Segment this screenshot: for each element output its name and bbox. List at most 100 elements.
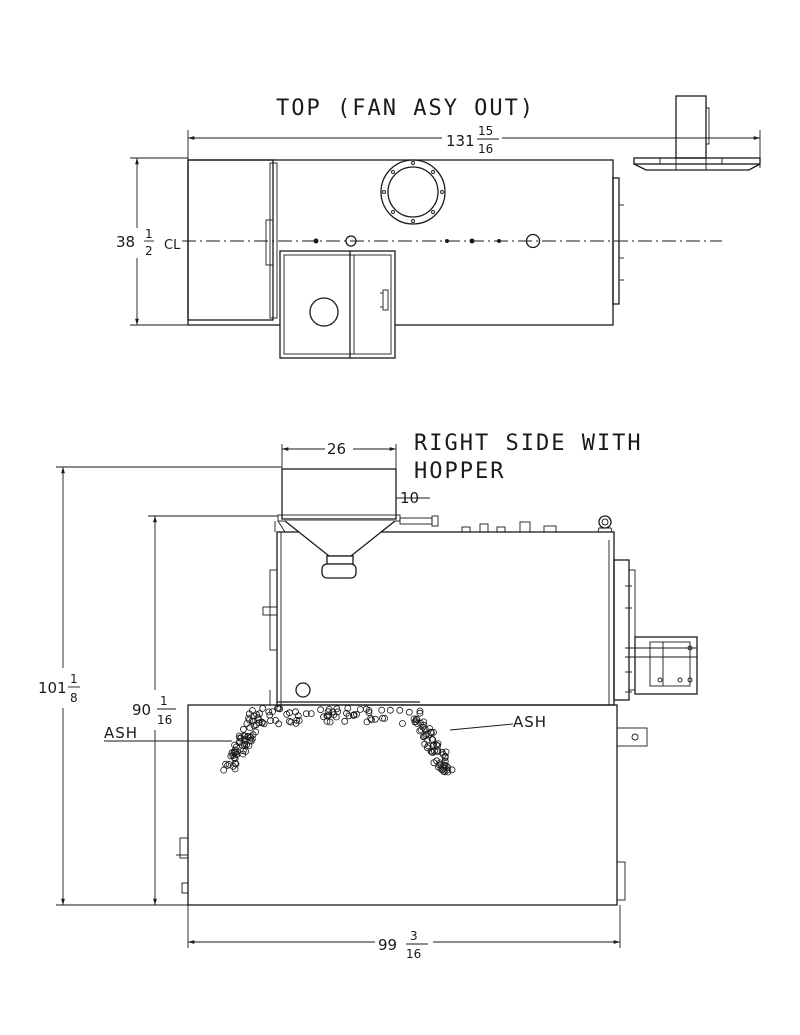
ash-pile xyxy=(220,704,456,776)
top-length-den: 16 xyxy=(478,142,493,156)
ash-particle xyxy=(326,718,334,726)
side-view-title-line2: HOPPER xyxy=(414,459,505,484)
ash-particle xyxy=(427,747,435,755)
overall-height-den: 8 xyxy=(70,691,78,705)
ash-particle xyxy=(345,712,353,720)
ash-particle xyxy=(252,728,260,736)
top-view-title: TOP (FAN ASY OUT) xyxy=(276,96,535,121)
ash-particle xyxy=(444,768,452,776)
ash-particle xyxy=(228,749,236,757)
base-length-num: 3 xyxy=(410,929,418,943)
ash-particle xyxy=(439,751,447,758)
ash-particle xyxy=(269,708,276,715)
ash-particle xyxy=(416,709,424,717)
ash-particle xyxy=(325,706,333,713)
top-length-dimension: 131 15 16 xyxy=(187,122,761,168)
ash-particle xyxy=(371,715,379,723)
ash-particle xyxy=(413,716,421,724)
hopper-width-value: 26 xyxy=(327,440,346,458)
ash-particle xyxy=(293,716,301,724)
top-width-whole: 38 xyxy=(116,233,135,251)
top-length-whole: 131 xyxy=(446,132,475,150)
ash-particle xyxy=(272,717,280,724)
ash-particle xyxy=(386,706,394,714)
fan-assembly-out xyxy=(633,95,761,171)
body-height-whole: 90 xyxy=(132,701,151,719)
ash-particle xyxy=(220,766,228,774)
ash-particle xyxy=(431,747,438,755)
overall-height-num: 1 xyxy=(70,672,78,686)
ash-particle xyxy=(416,727,424,735)
overall-height-dimension: 101 1 8 xyxy=(36,466,282,906)
ash-particle xyxy=(341,717,349,725)
ash-particle xyxy=(356,706,364,713)
ash-particle xyxy=(416,707,424,715)
ash-particle xyxy=(232,751,240,758)
upper-body xyxy=(262,531,615,706)
ash-particle xyxy=(420,733,428,740)
ash-particle xyxy=(325,711,333,719)
ash-particle xyxy=(399,720,406,727)
base-length-dimension: 99 3 16 xyxy=(187,905,621,962)
ash-particle xyxy=(302,710,310,718)
side-fan-assembly xyxy=(613,559,698,701)
ash-particle xyxy=(363,718,371,726)
ash-particle xyxy=(427,728,435,736)
body-height-den: 16 xyxy=(157,713,172,727)
ash-particle xyxy=(365,707,373,714)
ash-particle xyxy=(396,706,404,714)
top-width-num: 1 xyxy=(145,227,153,241)
base-length-den: 16 xyxy=(406,947,421,961)
top-centerline-holes xyxy=(313,233,541,249)
ash-particle xyxy=(427,729,435,737)
ash-particle xyxy=(412,718,420,725)
ash-particle xyxy=(259,704,267,712)
ash-particle xyxy=(434,742,442,750)
ash-particle xyxy=(379,714,386,722)
ash-particle xyxy=(344,705,352,712)
ash-particle xyxy=(236,734,244,742)
top-round-port xyxy=(380,159,446,225)
ash-labels: ASH ASH xyxy=(104,713,546,742)
body-height-num: 1 xyxy=(160,694,168,708)
ash-particle xyxy=(412,715,420,723)
top-fittings xyxy=(399,515,613,533)
ash-particle xyxy=(343,709,350,717)
ash-particle xyxy=(222,760,230,768)
centerline-symbol: CL xyxy=(164,238,181,253)
ash-particle xyxy=(323,718,331,725)
top-view: TOP (FAN ASY OUT) 131 15 16 38 1 2 CL xyxy=(114,95,761,359)
ash-particle xyxy=(254,714,262,722)
ash-particle xyxy=(241,735,249,743)
ash-particle xyxy=(239,725,247,733)
ash-label-left: ASH xyxy=(104,724,138,742)
ash-particle xyxy=(440,767,447,775)
ash-particle xyxy=(292,719,300,727)
side-view: RIGHT SIDE WITH HOPPER 26 10 101 1 8 xyxy=(36,431,698,962)
ash-particle xyxy=(420,721,428,729)
ash-particle xyxy=(437,765,445,773)
ash-particle xyxy=(433,757,441,765)
ash-particle xyxy=(433,741,440,749)
ash-particle xyxy=(294,712,302,720)
top-end-flange xyxy=(612,177,624,305)
ash-particle xyxy=(405,708,413,716)
ash-particle xyxy=(246,724,254,731)
ash-particle xyxy=(307,710,315,717)
overall-height-whole: 101 xyxy=(38,679,67,697)
offset-value: 10 xyxy=(400,489,419,507)
ash-particle xyxy=(260,720,268,728)
ash-particle xyxy=(426,725,434,732)
body-height-dimension: 90 1 16 xyxy=(130,515,278,905)
ash-particle xyxy=(332,713,340,721)
top-fan-housing xyxy=(187,159,274,321)
ash-particle xyxy=(424,742,432,750)
ash-particle xyxy=(330,711,338,718)
base-length-whole: 99 xyxy=(378,936,397,954)
ash-particle xyxy=(381,715,389,722)
ash-particle xyxy=(333,705,341,713)
ash-particle xyxy=(243,741,251,749)
ash-particle xyxy=(448,766,456,774)
ash-particle xyxy=(274,705,282,712)
ash-particle xyxy=(286,709,293,717)
